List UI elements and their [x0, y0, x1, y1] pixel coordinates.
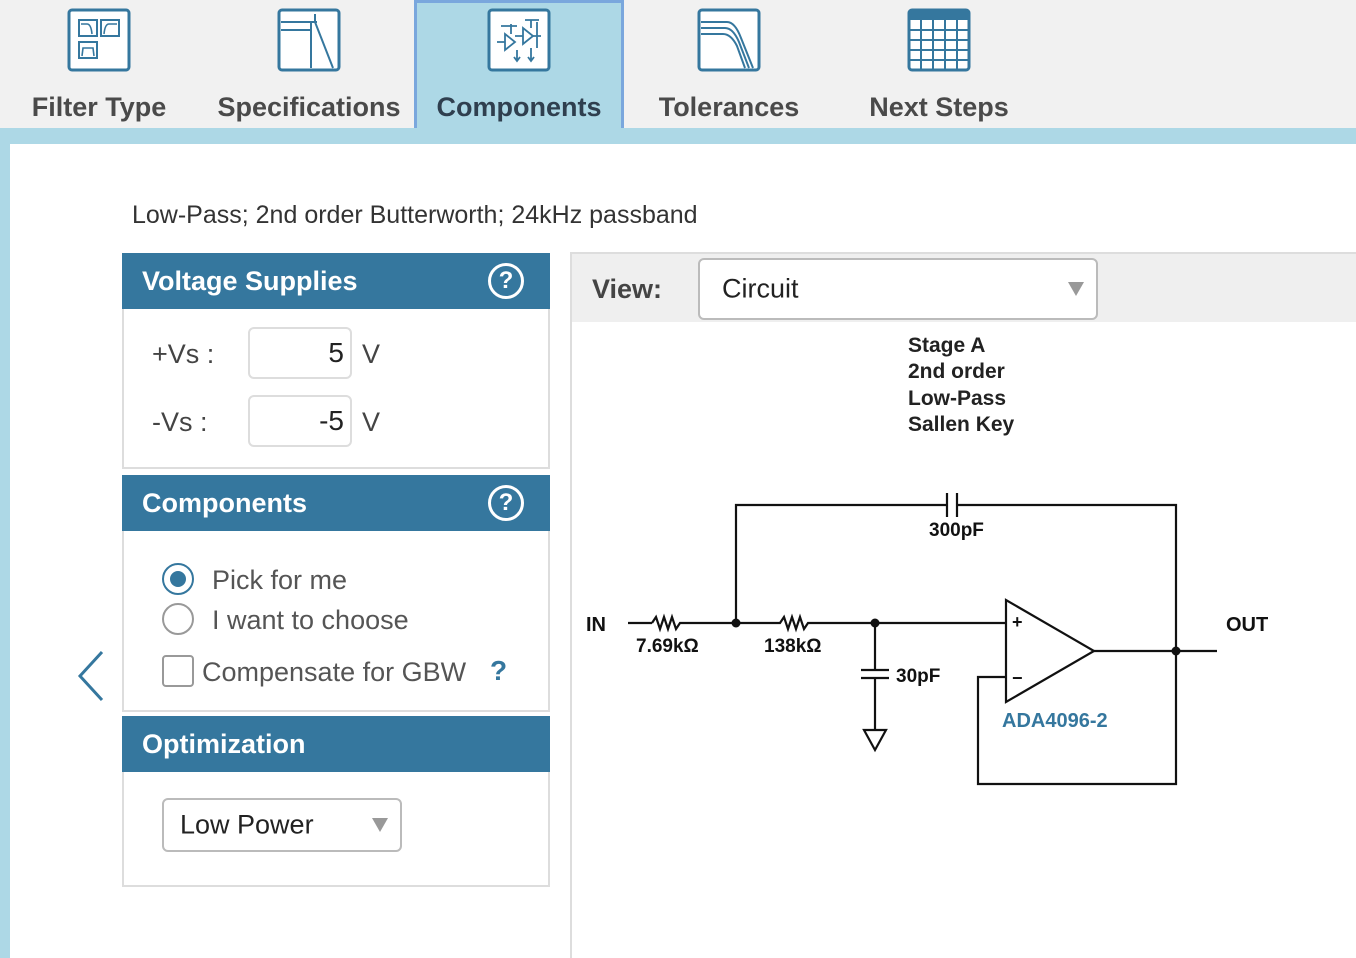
neg-vs-unit: V — [362, 407, 381, 437]
tab-bar-divider — [0, 128, 1356, 144]
optimization-select[interactable]: Low Power — [162, 798, 402, 852]
r2-value: 138kΩ — [764, 636, 822, 657]
circuit-schematic: Stage A 2nd order Low-Pass Sallen Key — [586, 334, 1268, 786]
voltage-supplies-header: Voltage Supplies ? — [122, 253, 550, 309]
specifications-icon — [277, 8, 341, 72]
voltage-supplies-help-icon[interactable]: ? — [488, 263, 524, 299]
tab-label: Next Steps — [869, 92, 1009, 122]
opamp-minus-label: − — [1012, 668, 1023, 688]
voltage-supplies-body: +Vs : 5 V -Vs : -5 V — [122, 309, 550, 469]
tolerances-icon — [697, 8, 761, 72]
stage-title-line: Stage A — [908, 334, 985, 357]
optimization-value: Low Power — [180, 809, 314, 840]
filter-type-icon — [67, 8, 131, 72]
compensate-gbw-label: Compensate for GBW — [202, 657, 467, 687]
main-content: Low-Pass; 2nd order Butterworth; 24kHz p… — [10, 144, 1356, 958]
view-label: View: — [592, 274, 663, 304]
optimization-title: Optimization — [142, 729, 306, 759]
wizard-tab-bar: Filter Type Specifications Components — [0, 0, 1356, 128]
optimization-header: Optimization — [122, 716, 550, 772]
view-value: Circuit — [722, 273, 799, 304]
c-feedback-value: 300pF — [929, 520, 984, 541]
i-want-to-choose-radio[interactable] — [162, 603, 194, 635]
tab-components[interactable]: Components — [414, 0, 624, 128]
tab-specifications[interactable]: Specifications — [208, 0, 410, 128]
pos-vs-unit: V — [362, 339, 381, 369]
next-steps-icon — [907, 8, 971, 72]
chevron-down-icon — [1068, 282, 1084, 296]
neg-vs-label: -Vs : — [152, 407, 208, 437]
tab-label: Filter Type — [31, 92, 167, 122]
tab-next-steps[interactable]: Next Steps — [838, 0, 1040, 128]
view-toolbar: View: Circuit — [572, 254, 1356, 322]
compensate-gbw-checkbox[interactable] — [162, 655, 194, 687]
optimization-body: Low Power — [122, 772, 550, 887]
input-label: IN — [586, 614, 606, 636]
pos-vs-label: +Vs : — [152, 339, 215, 369]
chevron-down-icon — [372, 818, 388, 832]
stage-title-line: 2nd order — [908, 360, 1005, 383]
opamp-part-label[interactable]: ADA4096-2 — [1002, 710, 1108, 732]
tab-filter-type[interactable]: Filter Type — [0, 0, 198, 128]
voltage-supplies-title: Voltage Supplies — [142, 266, 358, 296]
components-header: Components ? — [122, 475, 550, 531]
view-select[interactable]: Circuit — [698, 258, 1098, 320]
neg-vs-input[interactable]: -5 — [248, 395, 352, 447]
stage-title-line: Sallen Key — [908, 413, 1015, 436]
components-icon — [487, 8, 551, 72]
tab-label: Tolerances — [658, 92, 800, 122]
circuit-wires — [628, 493, 1217, 786]
tab-label: Components — [436, 92, 602, 122]
filter-summary: Low-Pass; 2nd order Butterworth; 24kHz p… — [132, 201, 698, 229]
back-arrow-icon[interactable] — [72, 646, 112, 706]
tab-label: Specifications — [217, 92, 401, 122]
c-ground-value: 30pF — [896, 666, 940, 687]
components-body: Pick for me I want to choose Compensate … — [122, 531, 550, 712]
i-want-to-choose-label: I want to choose — [212, 605, 409, 635]
circuit-view-pane: View: Circuit Stage A 2nd order Low-Pass… — [570, 252, 1356, 958]
stage-title-line: Low-Pass — [908, 387, 1006, 410]
pick-for-me-radio[interactable] — [162, 563, 194, 595]
r1-value: 7.69kΩ — [636, 636, 699, 657]
opamp-plus-label: + — [1012, 612, 1023, 632]
pos-vs-input[interactable]: 5 — [248, 327, 352, 379]
components-title: Components — [142, 488, 307, 518]
circuit-junctions — [731, 618, 1181, 656]
output-label: OUT — [1226, 614, 1268, 636]
pick-for-me-label: Pick for me — [212, 565, 348, 595]
components-help-icon[interactable]: ? — [488, 485, 524, 521]
tab-tolerances[interactable]: Tolerances — [628, 0, 830, 128]
compensate-gbw-help-icon[interactable]: ? — [490, 655, 508, 686]
